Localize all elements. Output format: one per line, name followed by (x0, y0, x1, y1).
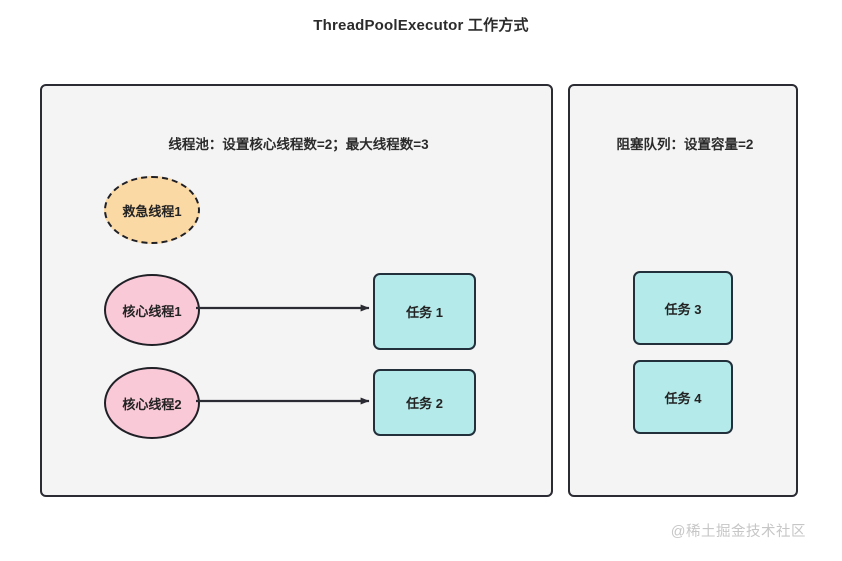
task-label-1: 任务 1 (406, 305, 443, 320)
task-box-1: 任务 1 (373, 273, 476, 350)
core-thread-label-2: 核心线程2 (122, 396, 182, 412)
task-label-2: 任务 2 (406, 396, 443, 411)
core-thread-node-1: 核心线程1 (104, 274, 200, 346)
task-box-4: 任务 4 (633, 360, 733, 434)
emergency-thread-node: 救急线程1 (104, 176, 200, 244)
task-label-3: 任务 3 (664, 301, 702, 317)
page-title: ThreadPoolExecutor 工作方式 (313, 17, 529, 34)
core-thread-label-1: 核心线程1 (122, 303, 182, 319)
task-box-3: 任务 3 (633, 271, 733, 345)
blocking-queue-panel: 阻塞队列：设置容量=2 任务 3 任务 4 (568, 84, 798, 497)
thread-pool-panel: 线程池：设置核心线程数=2；最大线程数=3 救急线程1 核心线程1 核心线程2 … (40, 84, 553, 497)
blocking-queue-label: 阻塞队列：设置容量=2 (616, 137, 754, 152)
thread-pool-label: 线程池：设置核心线程数=2；最大线程数=3 (168, 137, 429, 152)
task-label-4: 任务 4 (664, 390, 702, 406)
emergency-thread-label: 救急线程1 (122, 203, 182, 219)
watermark: @稀土掘金技术社区 (670, 524, 806, 540)
task-box-2: 任务 2 (373, 369, 476, 436)
core-thread-node-2: 核心线程2 (104, 367, 200, 439)
